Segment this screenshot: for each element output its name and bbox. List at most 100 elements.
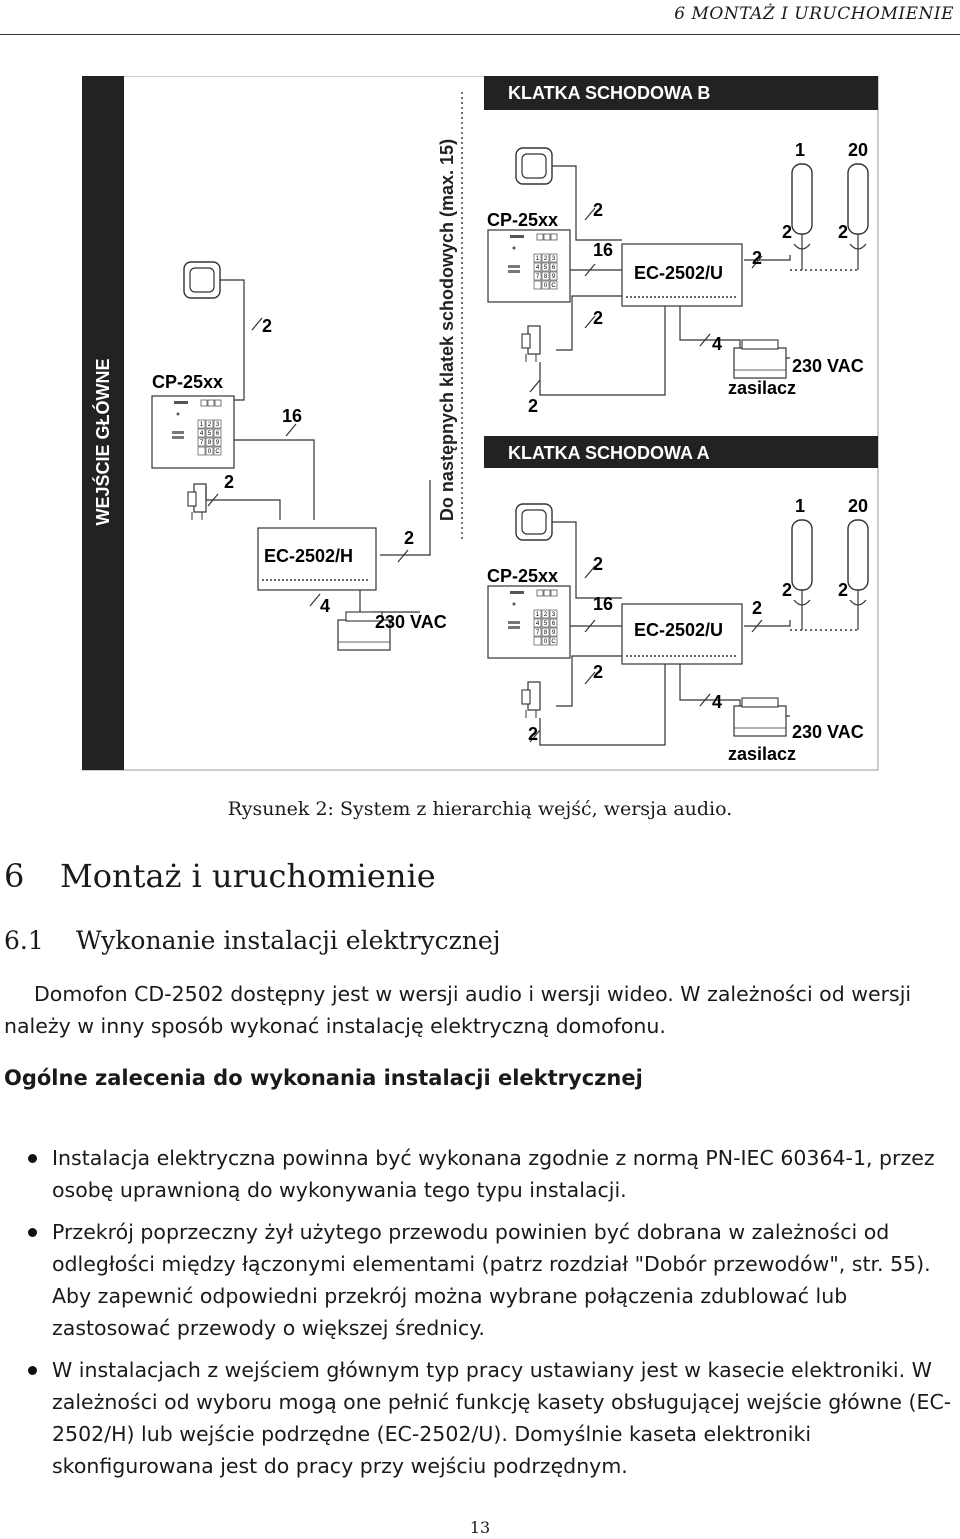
keypad-key-label: 3 [552, 612, 556, 618]
sub-unit-box [621, 243, 743, 307]
keypad-panel-icon [487, 585, 571, 659]
supply-label: zasilacz [728, 744, 796, 764]
running-header: 6 MONTAŻ I URUCHOMIENIE [674, 4, 954, 24]
handset-index-label: 1 [795, 140, 805, 160]
power-supply-icon [733, 697, 787, 737]
wire-count-label: 2 [752, 248, 762, 268]
keypad-key-label: 7 [536, 630, 540, 636]
keypad-key-label: 6 [216, 431, 220, 437]
keypad-key-label: 3 [552, 256, 556, 262]
keypad-key-label: 5 [544, 621, 548, 627]
wire-count-label: 4 [712, 334, 722, 354]
main-unit-label: EC-2502/H [264, 546, 353, 566]
handset-index-label: 20 [848, 140, 868, 160]
keypad-key-label: 7 [200, 440, 204, 446]
stair-b-label: KLATKA SCHODOWA B [508, 83, 710, 103]
subsection-number: 6.1 [4, 926, 44, 955]
keypad-key-label: 5 [208, 431, 212, 437]
sub-unit-box [621, 603, 743, 665]
main-entrance-label: WEJŚCIE GŁÓWNE [92, 358, 113, 525]
wire-count-label: 2 [593, 554, 603, 574]
keypad-key-label: 7 [536, 274, 540, 280]
panel-label-b: CP-25xx [487, 210, 558, 230]
call-button-icon [515, 503, 553, 541]
keypad-key-label: 5 [544, 265, 548, 271]
wire-count-label: 16 [593, 240, 613, 260]
subsection-title: Wykonanie instalacji elektrycznej [76, 926, 501, 955]
keypad-key-label: 8 [208, 440, 212, 446]
keypad-key-label: C [551, 283, 556, 289]
keypad-key-label: 8 [544, 630, 548, 636]
keypad-key-label: 9 [552, 630, 556, 636]
sub-unit-label: EC-2502/U [634, 263, 723, 283]
keypad-key-label: 1 [536, 612, 540, 618]
bullet-icon [28, 1154, 37, 1163]
keypad-key-label: 4 [536, 265, 540, 271]
keypad-key-label: 2 [544, 612, 548, 618]
keypad-key-label: C [215, 449, 220, 455]
wire-count-label: 2 [404, 528, 414, 548]
keypad-key-label: 2 [544, 256, 548, 262]
handset-index-label: 20 [848, 496, 868, 516]
wire-count-label: 2 [782, 222, 792, 242]
wire-count-label: 2 [782, 580, 792, 600]
panel-label-a: CP-25xx [487, 566, 558, 586]
panel-label-main: CP-25xx [152, 372, 223, 392]
keypad-panel-icon [487, 229, 571, 303]
wire-count-label: 16 [593, 594, 613, 614]
wire-count-label: 2 [593, 200, 603, 220]
power-label: 230 VAC [375, 612, 447, 632]
list-item: Instalacja elektryczna powinna być wykon… [0, 1142, 958, 1206]
list-item-text: Instalacja elektryczna powinna być wykon… [52, 1146, 935, 1202]
section-title: Montaż i uruchomienie [60, 857, 436, 895]
wire-count-label: 2 [528, 396, 538, 416]
keypad-key-label: 2 [208, 422, 212, 428]
section-heading: 6 Montaż i uruchomienie [4, 857, 436, 895]
keypad-key-label: 9 [216, 440, 220, 446]
wire-count-label: 2 [593, 662, 603, 682]
recommendations-list: Instalacja elektryczna powinna być wykon… [0, 1142, 958, 1492]
section-number: 6 [4, 857, 25, 895]
bullet-icon [28, 1228, 37, 1237]
stair-a-label: KLATKA SCHODOWA A [508, 443, 710, 463]
wire-count-label: 4 [320, 596, 330, 616]
page-number: 13 [469, 1518, 491, 1537]
keypad-key-label: 0 [208, 449, 212, 455]
subsection-heading: 6.1 Wykonanie instalacji elektrycznej [4, 926, 500, 955]
keypad-key-label: 3 [216, 422, 220, 428]
handset-index-label: 1 [795, 496, 805, 516]
list-item: Przekrój poprzeczny żył użytego przewodu… [0, 1216, 958, 1344]
wire-count-label: 2 [528, 724, 538, 744]
wire-count-label: 2 [262, 316, 272, 336]
keypad-key-label: 1 [200, 422, 204, 428]
call-button-icon [183, 261, 221, 299]
list-item-text: Przekrój poprzeczny żył użytego przewodu… [52, 1220, 931, 1340]
wiring-diagram: WEJŚCIE GŁÓWNE Do następnych klatek scho… [82, 76, 879, 771]
keypad-key-label: 6 [552, 265, 556, 271]
keypad-key-label: 0 [544, 639, 548, 645]
wire-count-label: 2 [752, 598, 762, 618]
next-staircases-label: Do następnych klatek schodowych (max. 15… [437, 139, 457, 521]
keypad-key-label: 4 [536, 621, 540, 627]
wire-count-label: 2 [838, 580, 848, 600]
keypad-panel-icon [151, 395, 235, 469]
main-entrance-band [82, 76, 124, 770]
header-rule [0, 34, 960, 35]
keypad-key-label: 8 [544, 274, 548, 280]
keypad-key-label: 6 [552, 621, 556, 627]
supply-label: zasilacz [728, 378, 796, 398]
intro-paragraph: Domofon CD-2502 dostępny jest w wersji a… [4, 982, 912, 1038]
stair-a-banner [484, 436, 878, 468]
figure-caption: Rysunek 2: System z hierarchią wejść, we… [227, 798, 733, 820]
wire-count-label: 4 [712, 692, 722, 712]
general-heading: Ogólne zalecenia do wykonania instalacji… [4, 1066, 643, 1090]
stair-b-banner [484, 76, 878, 110]
keypad-key-label: 9 [552, 274, 556, 280]
bullet-icon [28, 1366, 37, 1375]
call-button-icon [515, 147, 553, 185]
wire-count-label: 2 [593, 308, 603, 328]
main-unit-box [257, 527, 377, 591]
wire-count-label: 2 [838, 222, 848, 242]
power-label: 230 VAC [792, 722, 864, 742]
keypad-key-label: 1 [536, 256, 540, 262]
